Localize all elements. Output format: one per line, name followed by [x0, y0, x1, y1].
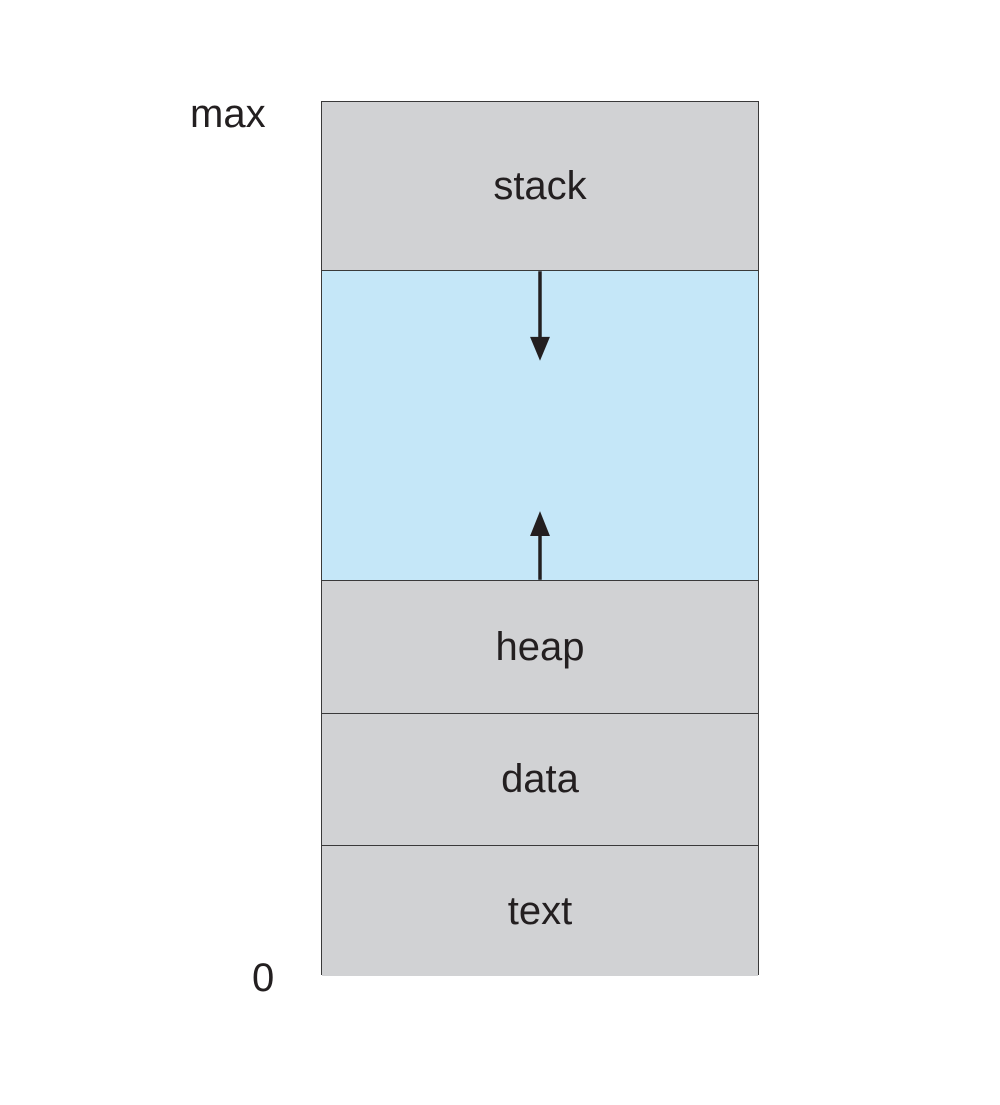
heap-segment: heap: [322, 580, 758, 713]
heap-growth-arrow-up-icon: [530, 511, 550, 580]
heap-label: heap: [495, 624, 585, 669]
stack-segment: stack: [322, 102, 758, 270]
free-space-region: [322, 270, 758, 580]
data-label: data: [501, 757, 579, 801]
growth-arrows: [530, 271, 550, 580]
address-zero-label: 0: [252, 956, 275, 1000]
text-label: text: [507, 888, 573, 933]
data-segment: data: [322, 713, 758, 845]
stack-label: stack: [493, 163, 587, 208]
stack-growth-arrow-down-icon: [530, 271, 550, 361]
address-max-label: max: [190, 92, 266, 136]
text-segment: text: [322, 845, 758, 976]
memory-layout: stack heap data text: [321, 101, 759, 976]
